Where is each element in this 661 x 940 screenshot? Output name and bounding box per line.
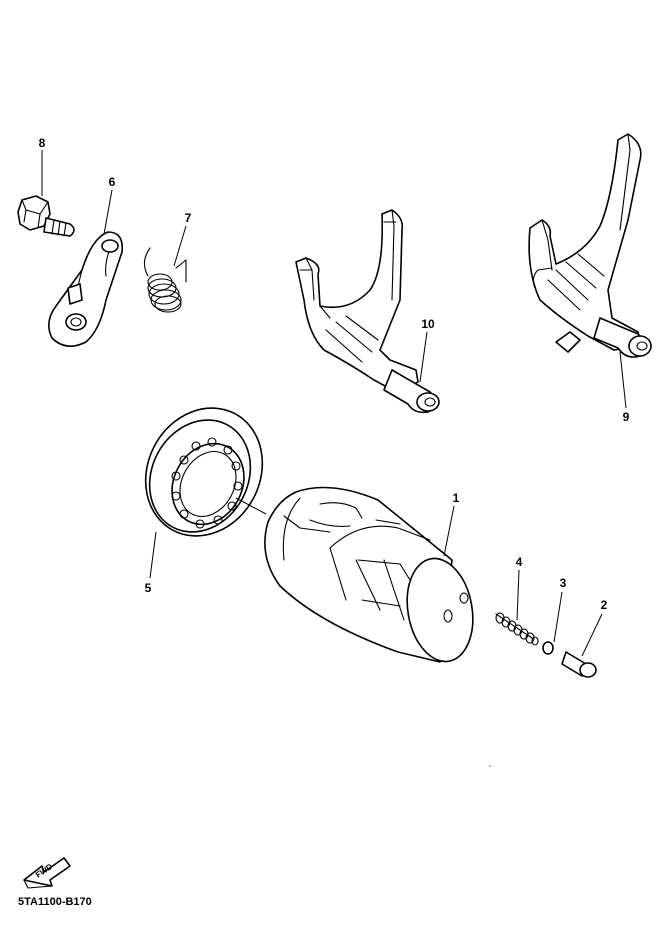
callout-3: 3 [560, 576, 567, 590]
leader-lines [41, 150, 627, 657]
part-9-shift-fork [528, 133, 652, 358]
callout-10: 10 [421, 317, 435, 331]
callout-6: 6 [109, 175, 116, 189]
part-2-pin [561, 651, 597, 678]
fwd-arrow-icon: FWD [23, 857, 71, 889]
part-7-spring [143, 247, 187, 313]
part-1-shift-drum [264, 486, 474, 663]
speck [489, 765, 491, 767]
callout-9: 9 [623, 410, 630, 424]
callout-labels: 8 6 7 10 9 1 5 4 3 2 [39, 136, 630, 612]
callout-7: 7 [185, 211, 192, 225]
part-8-bolt [17, 195, 75, 237]
part-10-shift-fork [295, 209, 440, 414]
part-5-bearing [144, 407, 267, 537]
callout-2: 2 [601, 598, 608, 612]
callout-8: 8 [39, 136, 46, 150]
part-6-stopper-lever [48, 231, 124, 347]
diagram-code: 5TA1100-B170 [18, 896, 92, 908]
callout-5: 5 [145, 581, 152, 595]
callout-4: 4 [516, 555, 523, 569]
part-3-washer [542, 641, 554, 655]
part-4-spring [495, 612, 539, 646]
callout-1: 1 [453, 491, 460, 505]
